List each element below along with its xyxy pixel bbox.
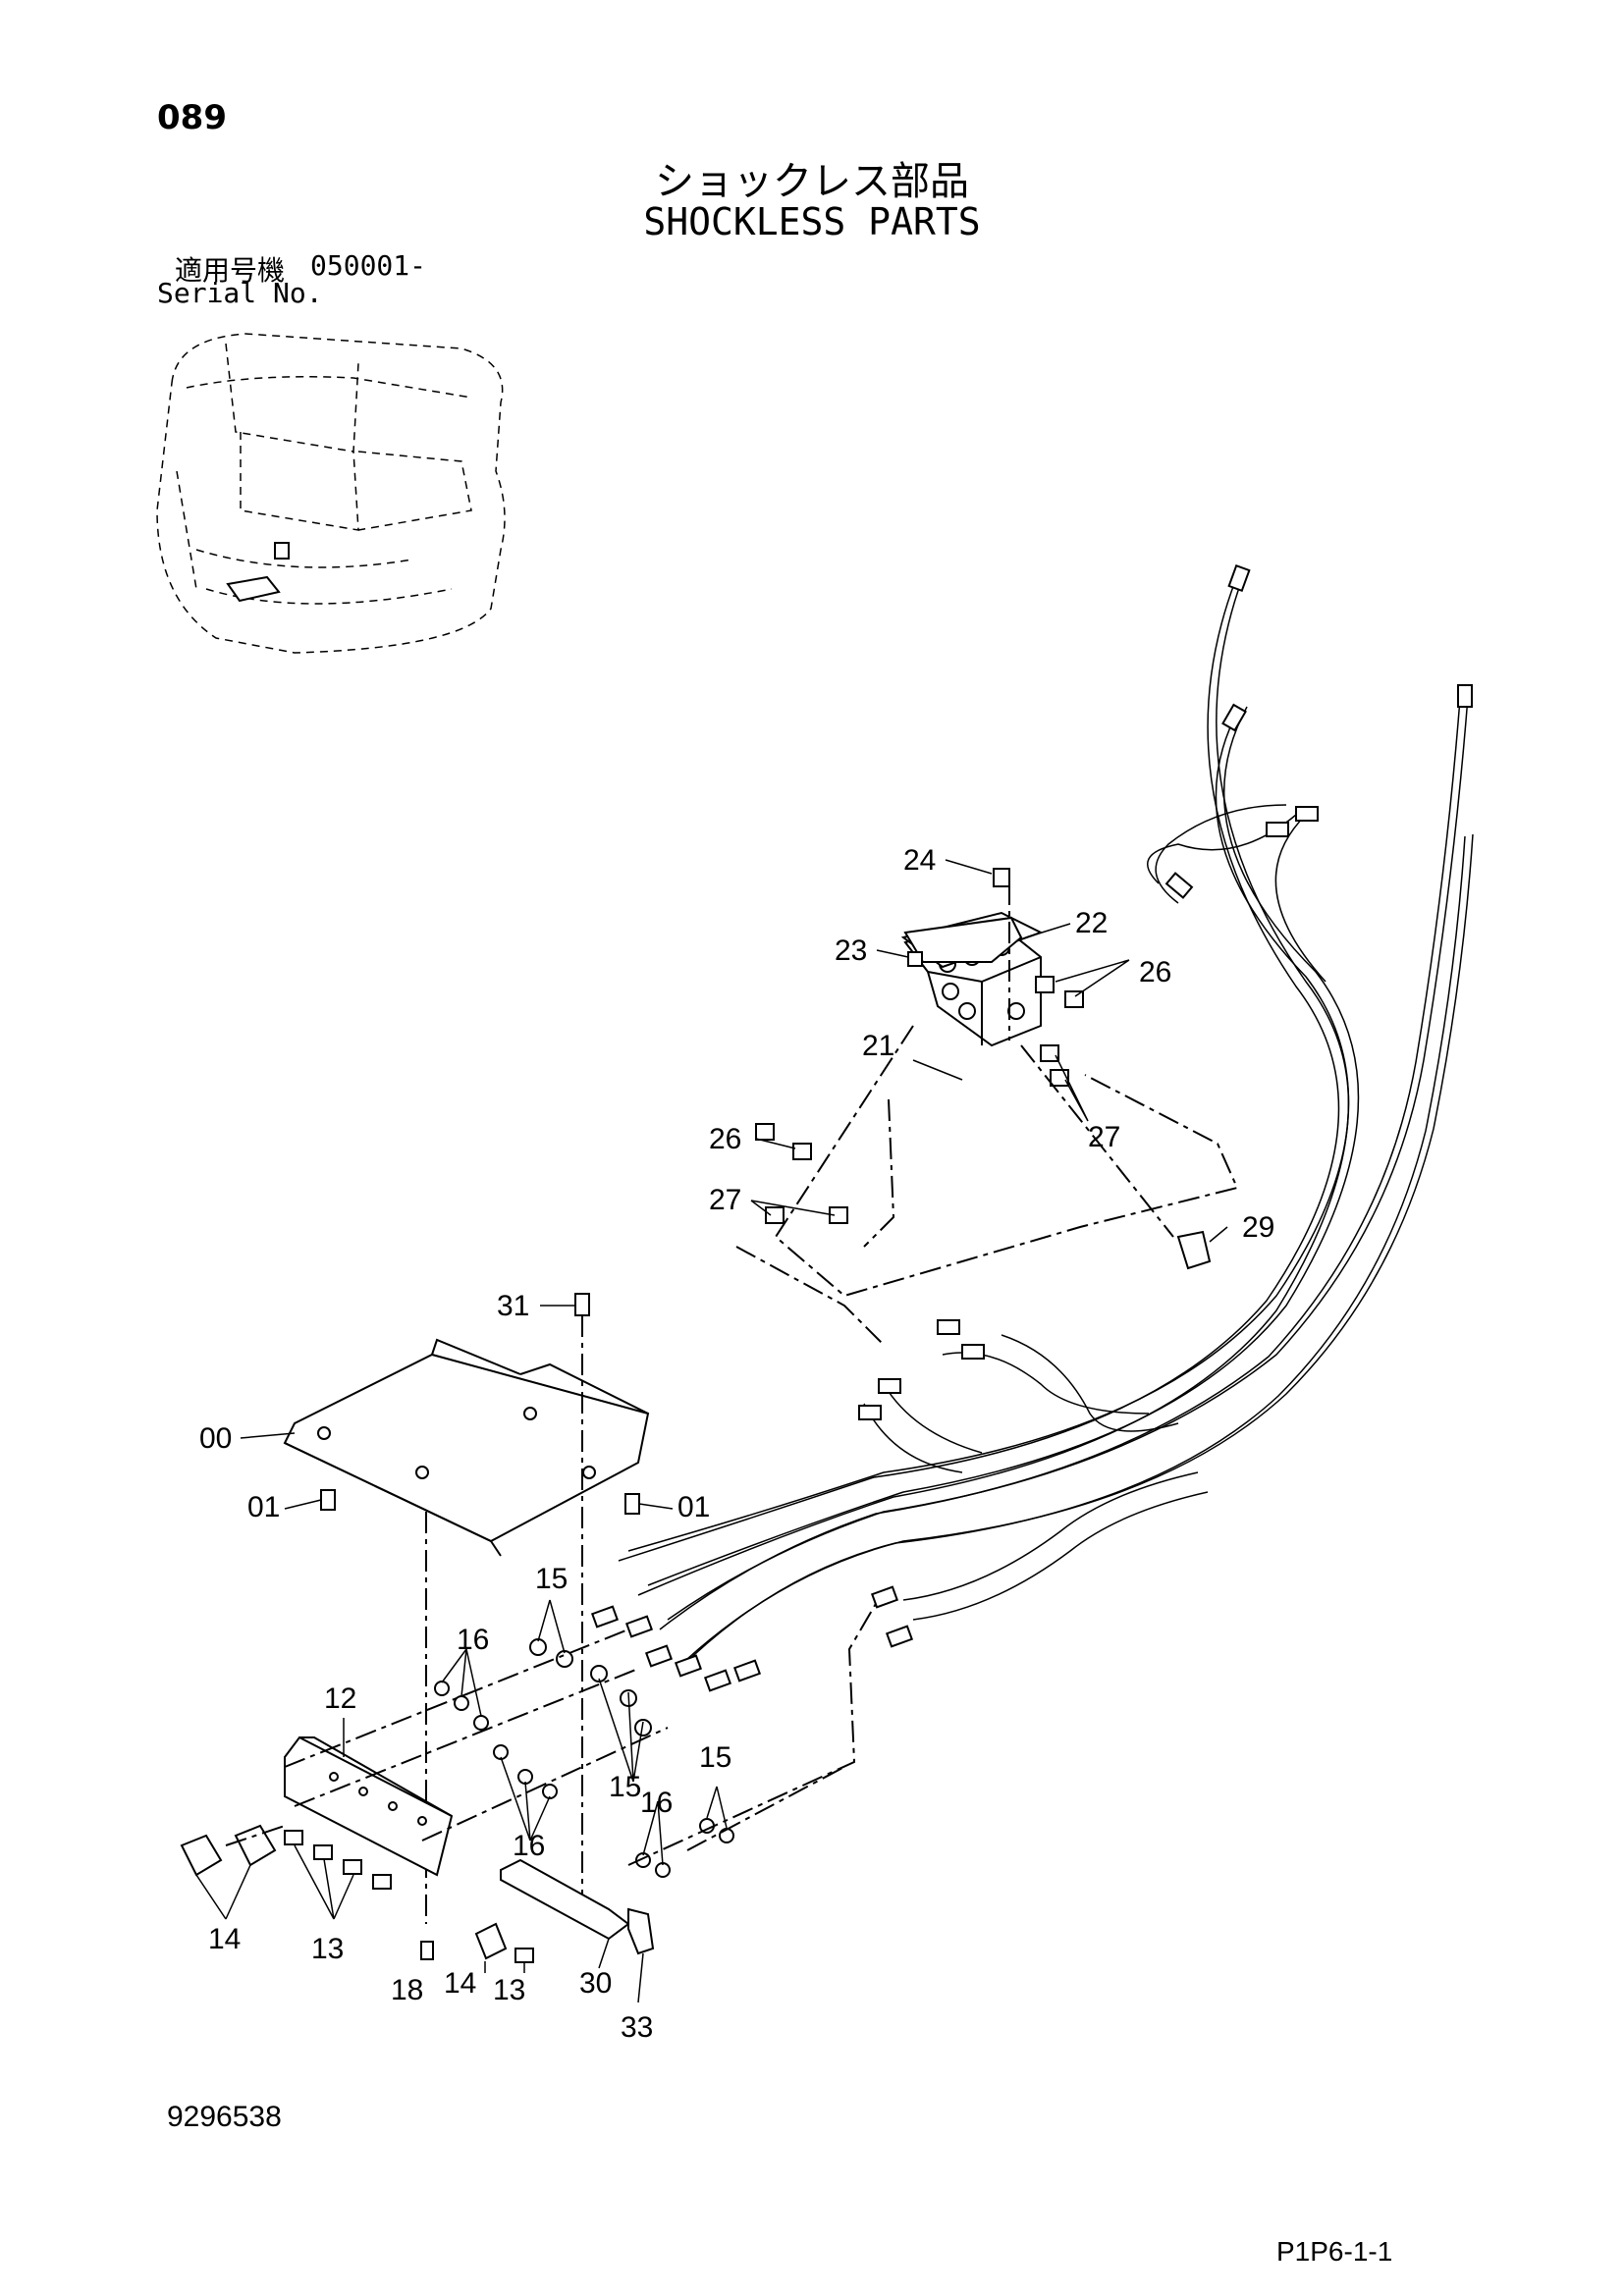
adapter	[829, 1206, 848, 1224]
location-marker-bracket	[226, 575, 281, 603]
callout-label: 16	[457, 1624, 489, 1656]
plug	[1035, 976, 1055, 993]
nut-and-washer-set	[434, 1638, 652, 1799]
callout-label: 18	[391, 1974, 423, 2006]
callout-label: 14	[208, 1923, 241, 1955]
bolt	[574, 1293, 590, 1316]
serial-label-english: Serial No.	[157, 277, 323, 309]
adapter	[372, 1874, 392, 1890]
callout-label: 26	[709, 1123, 741, 1155]
callout-label: 23	[835, 934, 867, 967]
adapter	[313, 1844, 333, 1860]
page-title-japanese: ショックレス部品	[655, 159, 969, 204]
connector-bracket-plate	[500, 1858, 630, 1941]
connector-bracket	[474, 1589, 885, 1963]
callout-label: 29	[1242, 1211, 1274, 1244]
plug	[755, 1123, 775, 1141]
clip	[627, 1907, 655, 1955]
hose-fitting	[858, 1405, 882, 1420]
hose-fitting	[937, 1319, 960, 1335]
mounting-plate	[283, 1293, 650, 1924]
callout-label: 14	[444, 1967, 476, 2000]
manifold-plate-body	[284, 1735, 454, 1877]
callout-label: 16	[640, 1787, 673, 1819]
elbow-fitting	[474, 1922, 508, 1960]
adapter	[1040, 1044, 1059, 1062]
bolt	[624, 1493, 640, 1515]
location-marker-valve	[274, 542, 290, 560]
hose-fitting	[1227, 563, 1251, 593]
plug	[792, 1143, 812, 1160]
callout-label: 00	[199, 1422, 232, 1455]
hose-fitting	[1457, 684, 1473, 708]
callout-label: 12	[324, 1682, 356, 1715]
hose-fitting	[1266, 822, 1289, 837]
plug	[1064, 990, 1084, 1008]
leader-lines	[195, 859, 1228, 2003]
hose-fitting	[878, 1378, 901, 1394]
callout-label: 15	[699, 1741, 731, 1774]
document-number: 9296538	[167, 2101, 282, 2133]
elbow-fitting	[180, 1834, 223, 1877]
callout-label: 26	[1139, 956, 1171, 988]
hose-fitting	[1164, 872, 1194, 899]
hose-fitting	[1221, 703, 1247, 732]
bolt	[993, 868, 1010, 887]
callout-label: 01	[247, 1491, 280, 1523]
elbow-fitting	[1176, 1230, 1212, 1270]
adapter	[1050, 1069, 1069, 1087]
mounting-plate-top	[283, 1353, 650, 1543]
page-title-english: SHOCKLESS PARTS	[643, 200, 981, 243]
machine-location-sketch	[156, 333, 506, 654]
adapter	[343, 1859, 362, 1875]
callout-label: 15	[535, 1563, 568, 1595]
sheet-code: P1P6-1-1	[1276, 2236, 1393, 2267]
hose-bundle	[618, 563, 1474, 1670]
callout-label: 15	[609, 1771, 641, 1803]
manifold-hose-ends	[590, 1585, 914, 1692]
hose-fitting	[1295, 806, 1319, 822]
adapter	[765, 1206, 785, 1224]
bolt	[420, 1941, 434, 1960]
bolt	[907, 951, 923, 967]
callout-labels: 24 22 23 26 21 27 26 27 29 31 00 01 01 1…	[199, 844, 1274, 2044]
bolt	[320, 1489, 336, 1511]
callout-label: 13	[311, 1933, 344, 1965]
callout-label: 24	[903, 844, 936, 877]
hose-fitting	[961, 1344, 985, 1360]
adapter	[284, 1830, 303, 1845]
callout-label: 30	[579, 1967, 612, 2000]
callout-label: 31	[497, 1290, 529, 1322]
callout-label: 27	[709, 1184, 741, 1216]
page-number: 089	[157, 98, 227, 137]
serial-number-value: 050001-	[310, 249, 427, 282]
callout-label: 16	[513, 1830, 545, 1862]
callout-label: 01	[677, 1491, 710, 1523]
serial-label-japanese: 適用号機	[175, 254, 286, 287]
manifold-plate	[180, 1629, 669, 1960]
callout-label: 13	[493, 1974, 525, 2006]
adapter	[514, 1948, 534, 1963]
callout-label: 21	[862, 1030, 894, 1062]
callout-label: 27	[1088, 1121, 1120, 1153]
elbow-fitting	[234, 1824, 277, 1867]
shockless-valve-assembly	[735, 868, 1239, 1346]
callout-label: 22	[1075, 907, 1108, 939]
callout-label: 33	[621, 2011, 653, 2044]
